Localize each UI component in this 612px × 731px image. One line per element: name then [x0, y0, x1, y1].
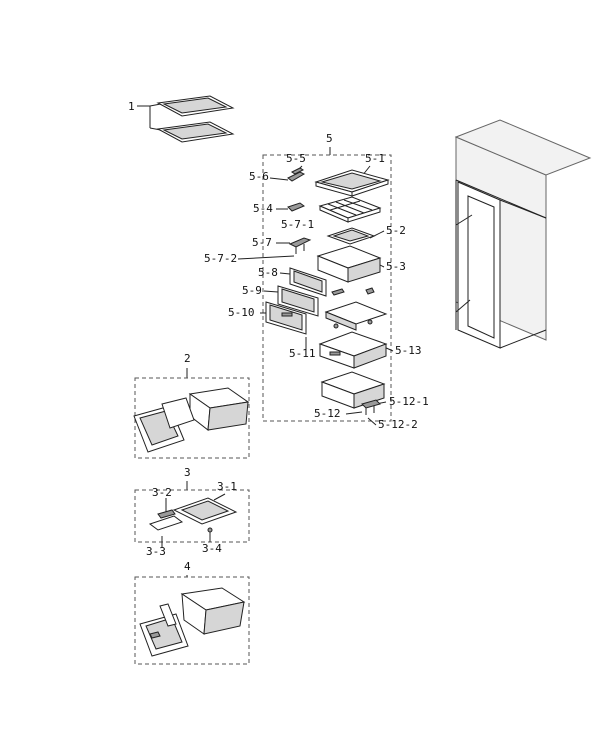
label-5-3: 5-3 [386, 260, 406, 273]
part-3-shelf-assembly[interactable]: 3 3-2 3-1 3-3 3-4 [134, 466, 250, 558]
part-1-shelves[interactable]: 1 [128, 95, 235, 143]
label-5-6: 5-6 [249, 170, 269, 183]
part-2-crisper[interactable]: 2 [133, 352, 250, 459]
label-3-1: 3-1 [217, 480, 237, 493]
label-5-12-1: 5-12-1 [389, 395, 429, 408]
refrigerator-outline [454, 119, 592, 349]
label-5-7-1: 5-7-1 [281, 218, 314, 231]
label-5-13: 5-13 [395, 344, 422, 357]
label-5-11: 5-11 [289, 347, 316, 360]
label-5-2: 5-2 [386, 224, 406, 237]
label-3-4: 3-4 [202, 542, 222, 555]
label-3-3: 3-3 [146, 545, 166, 558]
label-4: 4 [184, 560, 191, 573]
label-3: 3 [184, 466, 191, 479]
label-5-7-2: 5-7-2 [204, 252, 237, 265]
part-4-crisper[interactable]: 4 [134, 560, 250, 665]
label-5-1: 5-1 [365, 152, 385, 165]
label-5-12-2: 5-12-2 [378, 418, 418, 431]
label-2: 2 [184, 352, 191, 365]
label-5-10: 5-10 [228, 306, 255, 319]
label-3-2: 3-2 [152, 486, 172, 499]
label-5-4: 5-4 [253, 202, 273, 215]
label-5-9: 5-9 [242, 284, 262, 297]
label-5-5: 5-5 [286, 152, 306, 165]
part-5-assembly[interactable]: 5 5-5 5-1 5-6 5-4 5-7-1 5-7 5-2 5-7-2 5-… [204, 132, 429, 431]
label-5-12: 5-12 [314, 407, 341, 420]
label-5-7: 5-7 [252, 236, 272, 249]
label-1: 1 [128, 100, 135, 113]
label-5: 5 [326, 132, 333, 145]
label-5-8: 5-8 [258, 266, 278, 279]
